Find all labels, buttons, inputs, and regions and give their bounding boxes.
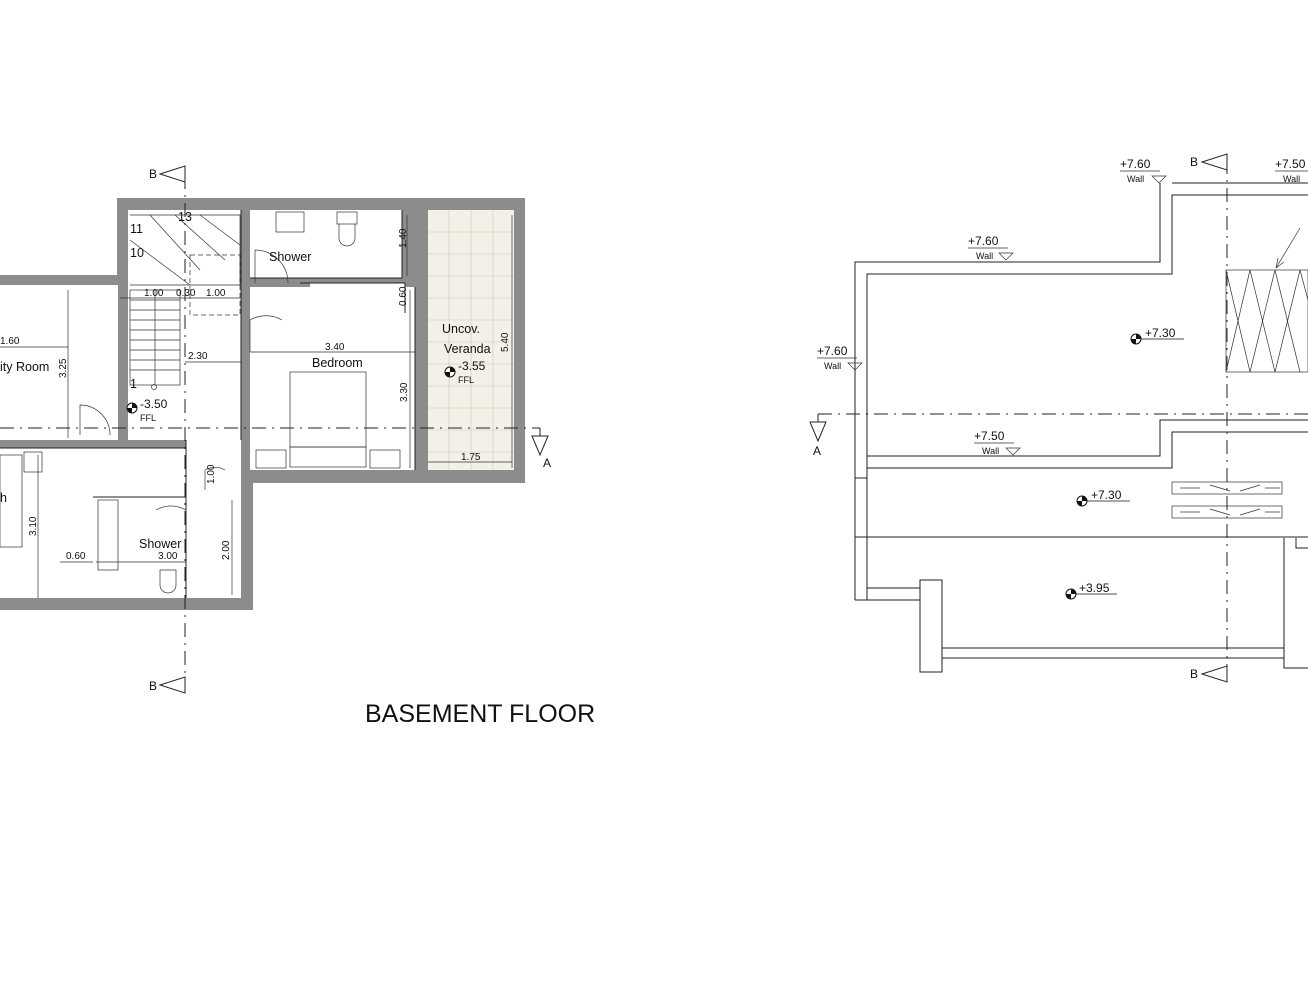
dim-0-60-b: 0.60 bbox=[66, 551, 86, 562]
basement-plan: Shower Bedroom Uncov. Veranda ity Room S… bbox=[0, 165, 551, 694]
roof-level-730-a: +7.30 bbox=[1145, 326, 1176, 340]
stair-number-1: 1 bbox=[130, 377, 137, 391]
roof-plan: A B B +7.30 +7.30 +3.95 +7 bbox=[809, 153, 1308, 683]
wall-tag-marks bbox=[817, 170, 1308, 456]
section-b-label-bottom: B bbox=[149, 679, 157, 693]
level-main-ffl: FFL bbox=[140, 413, 156, 423]
dim-1-60: 1.60 bbox=[0, 336, 20, 347]
left-bed bbox=[0, 454, 23, 548]
level-marker-main bbox=[126, 402, 138, 414]
shower-room-bottom bbox=[93, 497, 186, 598]
shower-top-basin bbox=[275, 211, 305, 233]
roof-section-b-bottom-marker bbox=[1200, 665, 1228, 683]
roof-section-b-top-marker bbox=[1200, 153, 1228, 171]
wall-word-760-c: Wall bbox=[824, 361, 841, 371]
room-label-shower-top: Shower bbox=[269, 250, 311, 264]
door-swings bbox=[79, 249, 289, 540]
dim-1-40: 1.40 bbox=[398, 228, 409, 248]
dim-3-10: 3.10 bbox=[28, 516, 39, 536]
roof-level-395: +3.95 bbox=[1079, 581, 1110, 595]
roof-section-a-marker bbox=[809, 414, 827, 443]
room-label-shower-bottom: Shower bbox=[139, 537, 181, 551]
utility-room bbox=[0, 285, 118, 440]
roof-outline bbox=[854, 182, 1308, 673]
dim-0-60-a: 0.60 bbox=[398, 286, 409, 306]
roof-section-b-label-bottom: B bbox=[1190, 667, 1198, 681]
corridor-lower bbox=[186, 440, 241, 598]
level-main-value: -3.50 bbox=[140, 397, 168, 411]
room-label-utility: ity Room bbox=[0, 360, 49, 374]
section-b-label-top: B bbox=[149, 167, 157, 181]
wall-word-750-a: Wall bbox=[982, 446, 999, 456]
wall-level-760-b: +7.60 bbox=[968, 234, 999, 248]
plan-title: BASEMENT FLOOR bbox=[365, 700, 595, 728]
room-label-veranda-1: Uncov. bbox=[442, 322, 480, 336]
wall-level-760-a: +7.60 bbox=[1120, 157, 1151, 171]
stair-number-10: 10 bbox=[130, 246, 144, 260]
dim-3-00: 3.00 bbox=[158, 551, 178, 562]
room-label-partial: h bbox=[0, 491, 7, 505]
wardrobe bbox=[310, 283, 405, 313]
wall-level-750-b: +7.50 bbox=[1275, 157, 1306, 171]
partitions bbox=[0, 210, 416, 598]
dim-3-25: 3.25 bbox=[58, 358, 69, 378]
room-label-veranda-2: Veranda bbox=[444, 342, 491, 356]
veranda-tiles bbox=[428, 210, 514, 470]
dim-5-40: 5.40 bbox=[500, 332, 511, 352]
wall-word-760-a: Wall bbox=[1127, 174, 1144, 184]
wall-word-760-b: Wall bbox=[976, 251, 993, 261]
level-marker-veranda bbox=[444, 366, 456, 378]
wall-level-750-a: +7.50 bbox=[974, 429, 1005, 443]
roof-section-a-label: A bbox=[813, 444, 821, 458]
stair-number-13: 13 bbox=[178, 210, 192, 224]
dim-1-00-a: 1.00 bbox=[144, 288, 164, 299]
wall-level-760-c: +7.60 bbox=[817, 344, 848, 358]
shower-room-top bbox=[250, 210, 402, 278]
roof-section-b-label-top: B bbox=[1190, 155, 1198, 169]
dim-3-30: 3.30 bbox=[399, 382, 410, 402]
roof-level-730-b: +7.30 bbox=[1091, 488, 1122, 502]
wall-word-750-b: Wall bbox=[1283, 174, 1300, 184]
dim-1-75: 1.75 bbox=[461, 452, 481, 463]
level-veranda-value: -3.55 bbox=[458, 359, 486, 373]
dim-2-30: 2.30 bbox=[188, 351, 208, 362]
dim-0-30: 0.30 bbox=[176, 288, 196, 299]
roof-level-marker-2 bbox=[1076, 495, 1130, 507]
roof-level-marker-3 bbox=[1065, 588, 1117, 600]
dimension-lines bbox=[0, 215, 513, 598]
dim-2-00: 2.00 bbox=[221, 540, 232, 560]
stair-number-11: 11 bbox=[130, 222, 143, 236]
room-label-bedroom: Bedroom bbox=[312, 356, 363, 370]
bedroom-room bbox=[250, 287, 415, 470]
dim-3-40: 3.40 bbox=[325, 342, 345, 353]
skylight bbox=[1225, 227, 1308, 373]
section-b-top-marker bbox=[158, 165, 186, 183]
dim-1-00-c: 1.00 bbox=[206, 464, 217, 484]
roof-level-marker-1 bbox=[1130, 333, 1184, 345]
dim-1-00-b: 1.00 bbox=[206, 288, 226, 299]
section-a-marker bbox=[531, 428, 549, 457]
section-a-label: A bbox=[543, 456, 551, 470]
section-b-bottom-marker bbox=[158, 676, 186, 694]
level-veranda-ffl: FFL bbox=[458, 375, 474, 385]
fixtures bbox=[0, 211, 401, 594]
shower-bottom-tray bbox=[97, 499, 119, 571]
